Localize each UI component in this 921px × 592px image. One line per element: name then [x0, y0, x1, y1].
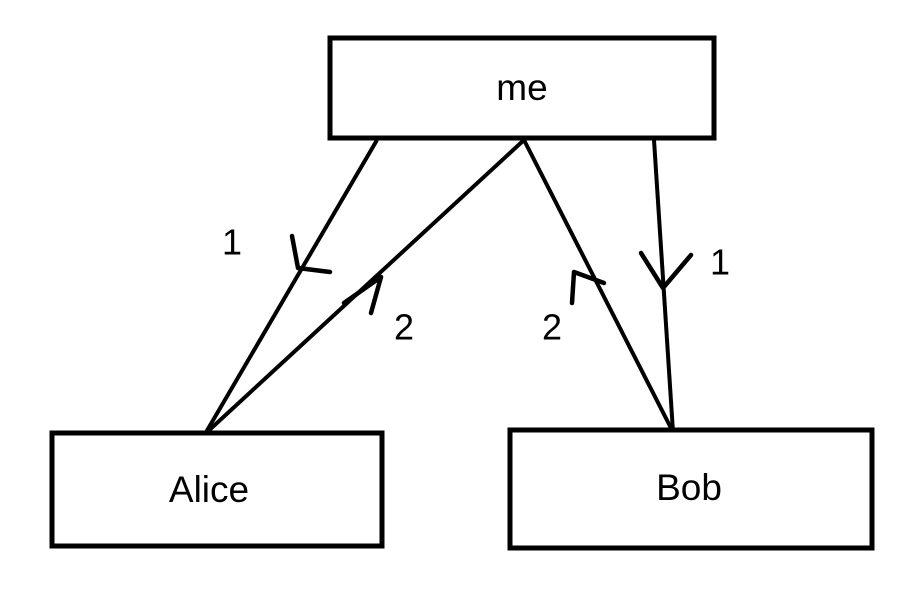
edge-label-me-to-alice: 1 [222, 222, 242, 263]
node-box-me [327, 35, 717, 141]
node-me[interactable]: me [327, 35, 717, 141]
arrowhead-alice-to-me [341, 274, 384, 316]
node-box-bob [507, 427, 875, 551]
edge-line-bob-to-me [522, 139, 675, 433]
node-label-bob: Bob [656, 467, 722, 508]
arrowhead-me-to-alice [289, 233, 333, 275]
edge-me-to-alice[interactable] [203, 138, 379, 436]
edge-me-to-bob[interactable] [638, 139, 694, 433]
edge-label-me-to-bob: 1 [710, 242, 730, 283]
edge-alice-to-me[interactable] [203, 138, 526, 436]
node-alice[interactable]: Alice [49, 430, 385, 549]
arrowhead-me-to-bob [638, 250, 694, 291]
edge-label-bob-to-me: 2 [542, 307, 562, 348]
arrowhead-bob-to-me [569, 269, 607, 306]
edge-line-me-to-alice [203, 138, 379, 436]
node-bob[interactable]: Bob [507, 427, 875, 551]
edge-label-alice-to-me: 2 [394, 307, 414, 348]
node-box-alice [49, 430, 385, 549]
node-label-me: me [496, 67, 547, 108]
edge-bob-to-me[interactable] [522, 139, 675, 433]
node-label-alice: Alice [169, 469, 249, 510]
